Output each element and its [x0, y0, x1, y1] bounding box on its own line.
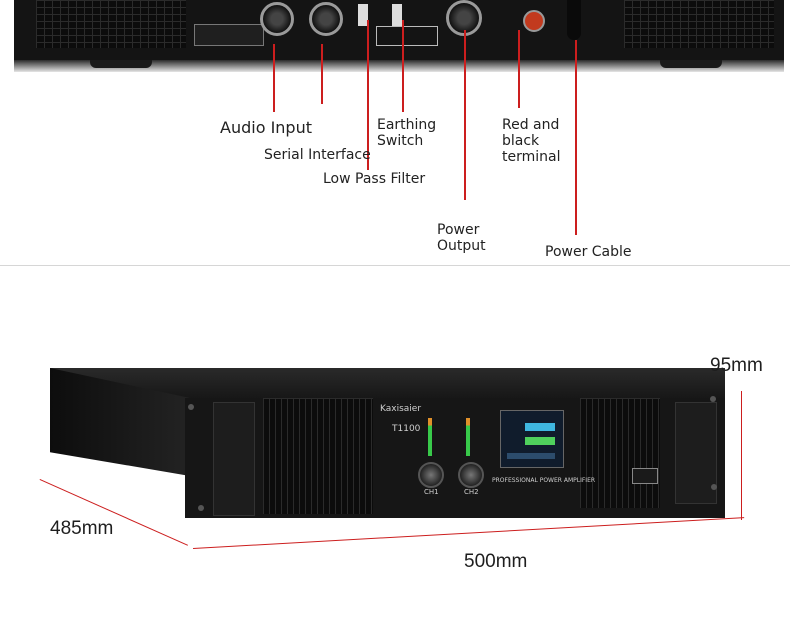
label-power-output: Power Output	[437, 222, 486, 254]
red-black-terminal-icon	[523, 10, 545, 32]
handle-right	[675, 402, 717, 504]
power-cable-icon	[567, 0, 581, 40]
rear-foot-left	[90, 60, 152, 68]
front-vent-left	[263, 398, 373, 514]
callout-line-serial-interface	[321, 44, 323, 104]
ch1-knob[interactable]	[418, 462, 444, 488]
callout-line-power-output	[464, 30, 466, 200]
dimension-line-width	[193, 517, 745, 549]
screw-4	[711, 484, 717, 490]
handle-left	[213, 402, 255, 516]
earthing-switch	[392, 4, 402, 26]
screw-1	[188, 404, 194, 410]
callout-line-earthing-switch	[402, 20, 404, 112]
label-red-black-terminal: Red and black terminal	[502, 117, 561, 165]
power-switch[interactable]	[632, 468, 658, 484]
front-vent-right	[580, 398, 660, 508]
xlr-serial-jack	[309, 2, 343, 36]
callout-line-power-cable	[575, 40, 577, 235]
xlr-input-jack	[260, 2, 294, 36]
label-power-cable: Power Cable	[545, 244, 632, 260]
rear-foot-right	[660, 60, 722, 68]
rear-vent-left	[36, 0, 186, 48]
label-serial-interface: Serial Interface	[264, 147, 371, 163]
dimension-depth: 485mm	[50, 518, 114, 539]
model-label: T1100	[392, 424, 421, 434]
screen-bar-1	[525, 423, 555, 431]
warning-label	[376, 26, 438, 46]
label-low-pass-filter: Low Pass Filter	[323, 171, 426, 187]
dimension-width: 500mm	[464, 551, 528, 572]
screw-3	[710, 396, 716, 402]
dimension-height: 95mm	[710, 355, 763, 376]
screen-bar-3	[507, 453, 555, 459]
ch1-label: CH1	[424, 488, 439, 496]
filter-switch	[358, 4, 368, 26]
screw-2	[198, 505, 204, 511]
level-meter-1	[428, 418, 432, 456]
dimension-line-height	[741, 391, 742, 520]
section-divider	[0, 265, 790, 266]
rear-panel-shadow	[14, 60, 784, 72]
subtitle-label: PROFESSIONAL POWER AMPLIFIER	[492, 477, 596, 484]
display-screen	[500, 410, 564, 468]
rear-panel	[14, 0, 784, 62]
ch2-knob[interactable]	[458, 462, 484, 488]
rear-vent-right	[624, 0, 774, 48]
amplifier-front-panel	[185, 398, 725, 518]
label-audio-input: Audio Input	[220, 118, 312, 137]
ch2-label: CH2	[464, 488, 479, 496]
callout-line-audio-input	[273, 44, 275, 112]
screen-bar-2	[525, 437, 555, 445]
level-meter-2	[466, 418, 470, 456]
label-earthing-switch: Earthing Switch	[377, 117, 437, 149]
callout-line-low-pass-filter	[367, 20, 369, 170]
callout-line-terminal	[518, 30, 520, 108]
brand-label: Kaxisaier	[380, 404, 422, 414]
serial-sticker	[194, 24, 264, 46]
